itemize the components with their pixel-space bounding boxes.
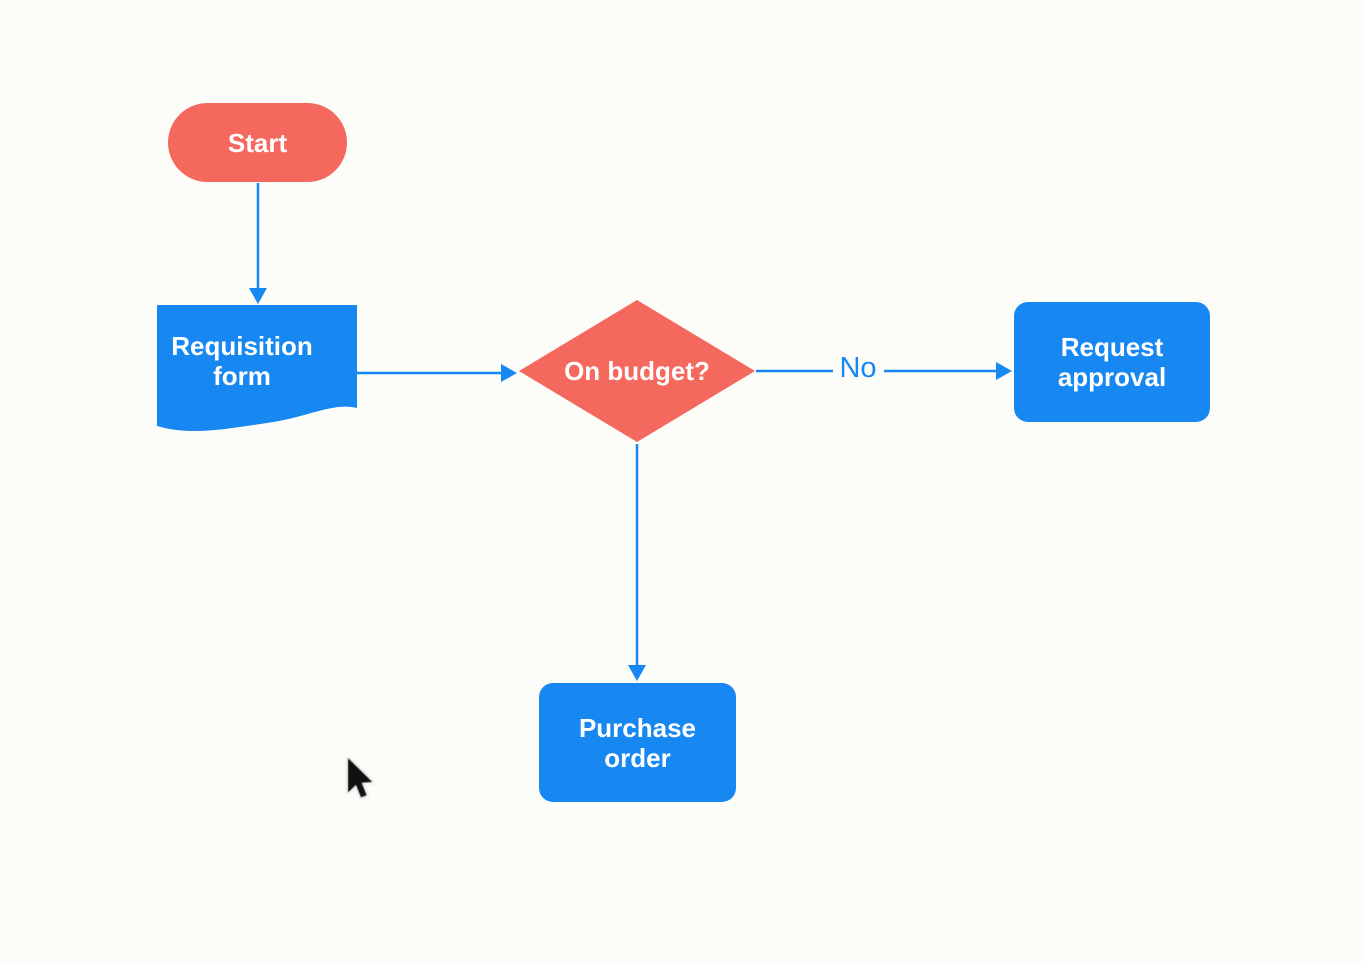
node-request-approval-label: Request approval: [1057, 332, 1167, 392]
connector-decision-to-purchase[interactable]: [628, 444, 646, 681]
arrowhead-right-icon: [501, 364, 517, 382]
arrowhead-down-icon: [628, 665, 646, 681]
edge-label-no[interactable]: No: [839, 352, 877, 384]
node-requisition-form-label: Requisition form: [171, 331, 313, 391]
node-request-approval[interactable]: Request approval: [1014, 302, 1210, 422]
node-start[interactable]: Start: [168, 103, 347, 182]
node-on-budget[interactable]: On budget?: [519, 300, 755, 442]
connector-decision-to-approval[interactable]: [756, 362, 1012, 380]
node-start-label: Start: [227, 127, 288, 158]
connector-requisition-to-decision[interactable]: [357, 364, 517, 382]
node-requisition-form[interactable]: Requisition form: [157, 305, 357, 435]
node-purchase-order-label: Purchase order: [578, 712, 697, 773]
connector-start-to-requisition[interactable]: [249, 183, 267, 304]
decision-diamond-shape: [519, 300, 755, 442]
node-purchase-order[interactable]: Purchase order: [539, 683, 736, 802]
arrowhead-down-icon: [249, 288, 267, 304]
document-shape: [157, 305, 357, 432]
arrowhead-right-icon: [996, 362, 1012, 380]
node-on-budget-label: On budget?: [564, 356, 710, 386]
